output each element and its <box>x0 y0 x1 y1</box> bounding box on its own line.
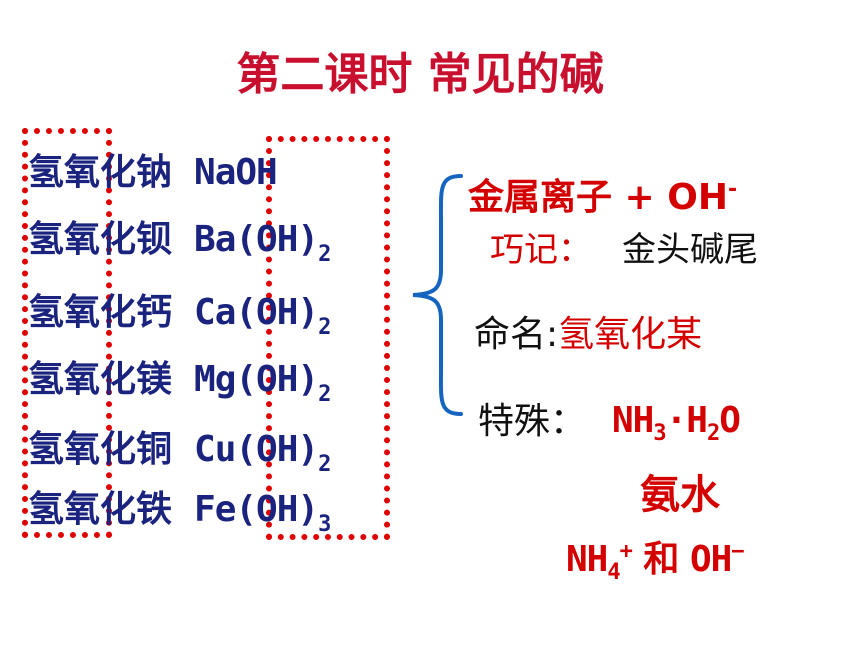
naming-label: 命名: <box>474 314 559 355</box>
base-name: 氢氧化钡 <box>28 219 173 260</box>
base-row: 氢氧化钙 Ca(OH)2 <box>28 283 331 340</box>
hydroxide-ion: OH <box>667 177 728 218</box>
base-formula: Fe(OH)3 <box>194 489 331 537</box>
base-row: 氢氧化铁 Fe(OH)3 <box>28 480 331 537</box>
mnemonic-text: 金头碱尾 <box>622 230 758 270</box>
page-title: 第二课时 常见的碱 <box>236 49 604 100</box>
ammonia-hydrate-formula: NH3·H2O <box>612 400 741 446</box>
naming-line: 命名:氢氧化某 <box>474 305 702 357</box>
dotted-box-hydroxide-group <box>266 136 390 540</box>
base-row: 氢氧化钠 NaOH <box>28 143 278 193</box>
ammonium-hydroxide-ions: NH4+ 和 OH− <box>566 539 745 585</box>
base-row: 氢氧化镁 Mg(OH)2 <box>28 350 331 407</box>
mnemonic-line: 巧记： 金头碱尾 <box>490 222 758 271</box>
base-row: 氢氧化铜 Cu(OH)2 <box>28 420 331 477</box>
base-row: 氢氧化钡 Ba(OH)2 <box>28 210 331 267</box>
curly-brace-icon <box>412 174 463 416</box>
base-formula: Cu(OH)2 <box>194 429 331 477</box>
composition-line: 金属离子 + OH- <box>468 168 737 220</box>
base-name: 氢氧化钙 <box>28 292 173 333</box>
base-name: 氢氧化铁 <box>28 489 173 530</box>
ammonia-water-text: 氨水 <box>640 472 720 518</box>
hydroxide-charge: - <box>727 177 738 202</box>
base-formula: Mg(OH)2 <box>194 359 331 407</box>
base-formula: NaOH <box>194 152 278 193</box>
base-name: 氢氧化铜 <box>28 429 173 470</box>
base-name: 氢氧化镁 <box>28 359 173 400</box>
metal-ion-text: 金属离子 <box>468 177 613 218</box>
naming-rule: 氢氧化某 <box>558 314 703 355</box>
dotted-box-hydroxide-prefix <box>22 128 112 538</box>
base-formula: Ba(OH)2 <box>194 219 331 267</box>
base-name: 氢氧化钠 <box>28 152 173 193</box>
base-formula: Ca(OH)2 <box>194 292 331 340</box>
plus-sign: + <box>612 177 668 218</box>
special-label: 特殊： <box>478 401 587 442</box>
mnemonic-label: 巧记： <box>490 230 592 270</box>
